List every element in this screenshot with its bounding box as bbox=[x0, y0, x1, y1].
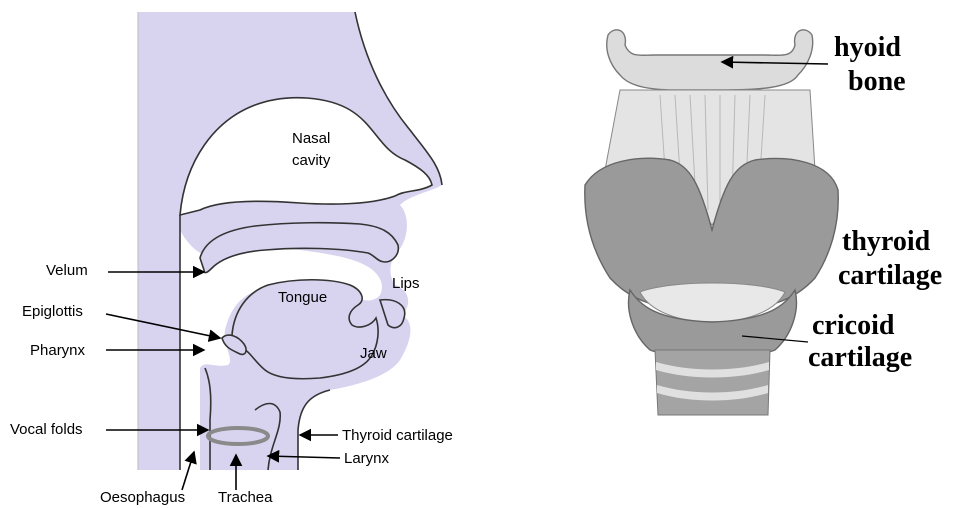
label-cricoid: cricoid bbox=[812, 312, 894, 340]
larynx-anterior-view bbox=[585, 30, 838, 415]
label-tongue: Tongue bbox=[278, 289, 327, 306]
label-pharynx: Pharynx bbox=[30, 342, 85, 359]
label-epiglottis: Epiglottis bbox=[22, 303, 83, 320]
label-trachea: Trachea bbox=[218, 489, 272, 506]
label-oesophagus: Oesophagus bbox=[100, 489, 185, 506]
label-velum: Velum bbox=[46, 262, 88, 279]
label-jaw: Jaw bbox=[360, 345, 387, 362]
label-hyoid: hyoid bbox=[834, 34, 901, 62]
label-vocal-folds: Vocal folds bbox=[10, 421, 83, 438]
label-larynx: Larynx bbox=[344, 450, 389, 467]
hyoid-bone bbox=[607, 30, 813, 90]
label-thyroid: thyroid bbox=[842, 228, 930, 256]
label-cartilage-thyroid: cartilage bbox=[838, 262, 942, 290]
trachea-rings bbox=[655, 350, 770, 415]
label-lips: Lips bbox=[392, 275, 420, 292]
label-cavity: cavity bbox=[292, 152, 330, 169]
label-thyroid-cartilage: Thyroid cartilage bbox=[342, 427, 453, 444]
label-cartilage-cricoid: cartilage bbox=[808, 344, 912, 372]
label-nasal: Nasal bbox=[292, 130, 330, 147]
label-bone: bone bbox=[848, 68, 906, 96]
